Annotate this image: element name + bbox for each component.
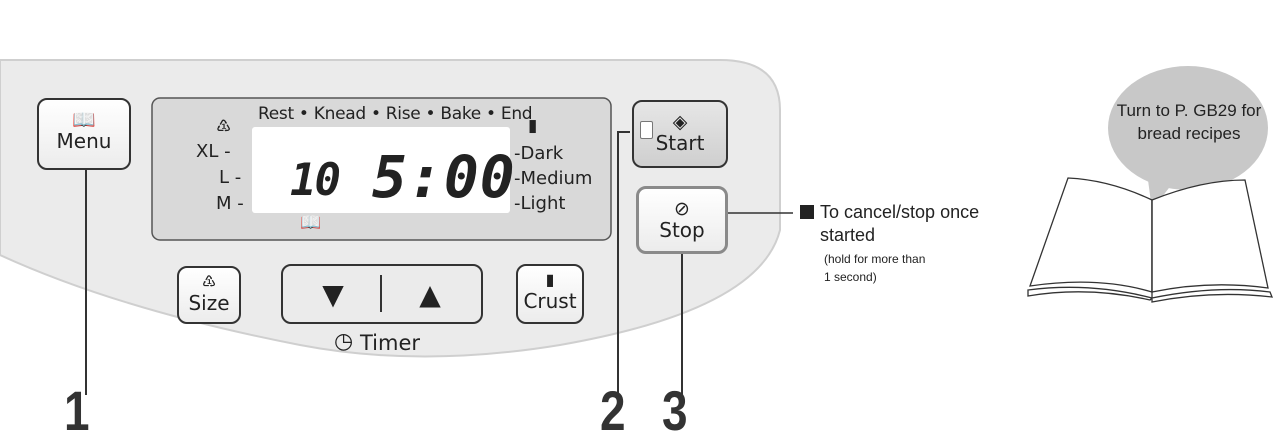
stop-note-line2: started — [820, 225, 876, 245]
crust-button-label: Crust — [523, 289, 577, 313]
stop-note-bullet — [800, 205, 814, 219]
menu-button[interactable]: 📖 Menu — [37, 98, 131, 170]
crust-button[interactable]: ▮ Crust — [516, 264, 584, 324]
timer-down-button[interactable]: ▼ — [322, 278, 344, 311]
book-icon-lcd: 📖 — [300, 213, 322, 233]
stop-note-small2: 1 second) — [824, 270, 877, 284]
timer-up-button[interactable]: ▲ — [419, 278, 441, 311]
timer-label: Timer — [360, 331, 421, 355]
open-book-illustration — [1027, 177, 1274, 303]
stop-note-small1: (hold for more than — [824, 252, 926, 266]
crust-level-medium: -Medium — [514, 168, 593, 189]
size-level-m: M - — [216, 193, 244, 214]
start-indicator-light — [640, 121, 653, 139]
crust-level-dark: -Dark — [514, 143, 564, 164]
size-level-xl: XL - — [196, 141, 231, 162]
start-button-label: Start — [655, 131, 705, 155]
stop-button-label: Stop — [659, 218, 705, 242]
bread-slice-icon-button: ▮ — [545, 270, 555, 289]
stop-note-line1: To cancel/stop once — [820, 202, 980, 222]
crust-level-light: -Light — [514, 193, 566, 214]
stop-button[interactable]: ⊘ Stop — [636, 186, 728, 254]
stop-circle-icon: ⊘ — [674, 198, 690, 220]
menu-number-readout: 10 — [290, 155, 341, 206]
speech-bubble — [1108, 66, 1268, 190]
step-2-number: 2 — [600, 379, 626, 442]
book-icon: 📖 — [72, 109, 96, 131]
bread-slice-icon: ▮ — [528, 116, 538, 136]
timer-rocker — [281, 264, 483, 324]
step-3-number: 3 — [662, 379, 688, 442]
callout-line-2 — [617, 131, 630, 395]
step-1-number: 1 — [64, 379, 90, 442]
clock-icon: ◷ — [334, 329, 354, 354]
size-button-label: Size — [188, 291, 230, 315]
weight-icon: ♳ — [216, 117, 232, 137]
stage-indicators: Rest • Knead • Rise • Bake • End — [258, 104, 533, 124]
size-level-l: L - — [219, 167, 242, 188]
bubble-text-line1: Turn to P. GB29 for — [1116, 101, 1262, 120]
weight-icon-button: ♳ — [201, 272, 217, 291]
menu-button-label: Menu — [56, 129, 112, 153]
time-readout: 5:00 — [372, 143, 516, 211]
bubble-text-line2: bread recipes — [1137, 124, 1241, 143]
lcd-window — [252, 127, 510, 213]
size-button[interactable]: ♳ Size — [177, 266, 241, 324]
start-diamond-icon: ◈ — [672, 111, 688, 133]
